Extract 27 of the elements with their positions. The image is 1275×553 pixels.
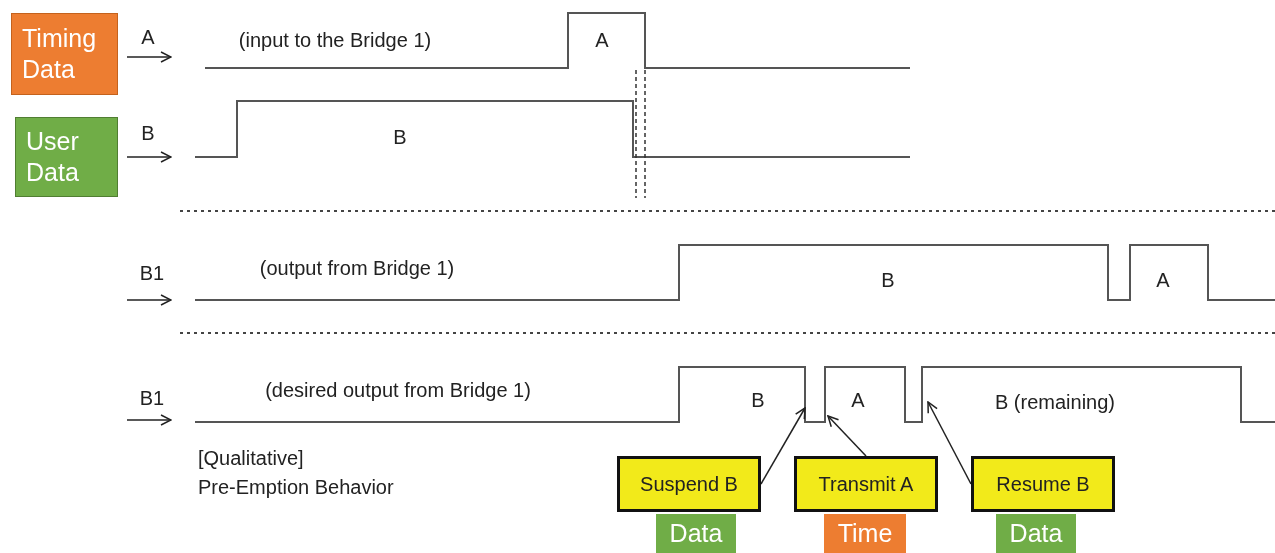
pulse-label: A: [851, 388, 865, 412]
pulse-label: B: [881, 268, 895, 292]
waveform-caption: (desired output from Bridge 1): [265, 378, 531, 402]
event-box: Suspend B: [617, 456, 761, 512]
waveform-caption: (output from Bridge 1): [259, 256, 455, 280]
pulse-label: A: [1156, 268, 1170, 292]
type-tag: Time: [824, 514, 906, 553]
leader-arrow: [927, 401, 972, 485]
type-tag: Data: [656, 514, 736, 553]
type-tag: Data: [996, 514, 1076, 553]
category-box: User Data: [15, 117, 118, 197]
leader-arrow: [760, 407, 806, 485]
pulse-label: B: [751, 388, 765, 412]
note-text: [Qualitative]: [198, 446, 304, 470]
category-box: Timing Data: [11, 13, 118, 95]
event-box: Transmit A: [794, 456, 938, 512]
signal-name: A: [141, 25, 155, 49]
note-text: Pre-Emption Behavior: [198, 475, 394, 499]
pulse-label: B (remaining): [995, 390, 1115, 414]
pulse-label: A: [595, 28, 609, 52]
signal-name: B1: [139, 261, 165, 285]
leader-arrow: [827, 415, 867, 457]
waveform-caption: (input to the Bridge 1): [238, 28, 432, 52]
signal-name: B1: [139, 386, 165, 410]
pulse-label: B: [393, 125, 407, 149]
signal-name: B: [141, 121, 155, 145]
event-box: Resume B: [971, 456, 1115, 512]
